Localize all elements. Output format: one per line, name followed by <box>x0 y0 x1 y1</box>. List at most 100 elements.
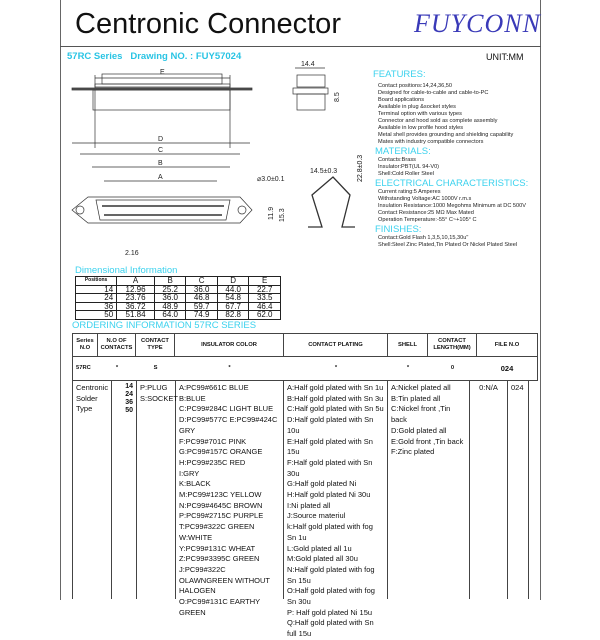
finish-item: Contact:Gold Flash 1,3,5,10,15,30u" <box>378 235 469 241</box>
feature-item: Mates with industry compatible connector… <box>378 139 484 145</box>
list-item: P: Half gold plated Ni 15u <box>287 607 373 617</box>
code-cell: 0 <box>450 365 455 371</box>
code-cell: 024 <box>500 364 514 373</box>
list-item: G:Half gold plated Ni <box>287 479 357 489</box>
list-item: I:Ni plated all <box>287 500 331 510</box>
divider <box>60 46 541 47</box>
list-item: A:Half gold plated with Sn 1u <box>287 383 384 392</box>
brand-logo: FUYCONN <box>414 9 541 38</box>
table-cell: 64.0 <box>153 310 187 320</box>
list-item: T:PC99#322C GREEN <box>179 522 255 532</box>
code-cell: S <box>153 365 158 371</box>
dim-d-label: D <box>158 136 163 143</box>
side-view: E <box>71 69 253 148</box>
electrical-heading: ELECTRICAL CHARACTERISTICS: <box>375 178 529 189</box>
ordering-header-row: Series N.O N.O OF CONTACTS CONTACT TYPE … <box>72 333 538 357</box>
electrical-item: Current rating:5 Amperes <box>378 189 441 195</box>
list-item: M:PC99#123C YELLOW <box>179 490 262 500</box>
finishes-heading: FINISHES: <box>375 224 422 235</box>
series-cell: Centronic Solder Type <box>73 381 112 599</box>
table-cell: 62.0 <box>248 310 281 320</box>
electrical-item: Withstanding Voltage:AC 1000V r.m.s <box>378 196 472 202</box>
list-item: G:PC99#157C ORANGE <box>179 447 263 457</box>
dim-2-16-label: 2.16 <box>125 250 139 257</box>
header-cell: SHELL <box>388 334 428 356</box>
list-item: F:Zinc plated <box>391 447 435 457</box>
specifications: FEATURES: Contact positions:14,24,36,50 … <box>373 69 538 249</box>
table-cell: 74.9 <box>185 310 218 320</box>
clip-width-label: 14.5±0.3 <box>310 168 337 175</box>
list-item: 14 <box>125 383 133 390</box>
clip-height-label: 22.8±0.3 <box>357 154 364 182</box>
list-item: 36 <box>125 399 133 406</box>
table-cell: 50 <box>74 310 118 320</box>
electrical-item: Contact Resistance:25 MΩ Max Mated <box>378 210 474 216</box>
table-cell: 54.8 <box>216 293 250 303</box>
ordering-heading: ORDERING INFORMATION 57RC SERIES <box>72 320 257 331</box>
list-item: K:BLACK <box>179 479 211 489</box>
list-item: P:PC99#2715C PURPLE <box>179 511 264 521</box>
header-cell: Positions <box>74 276 118 286</box>
code-cell: * <box>115 365 119 371</box>
material-item: Contacts:Brass <box>378 157 416 163</box>
dim-11-9-label: 11.9 <box>268 207 275 220</box>
dim-b-label: B <box>158 160 163 167</box>
code-cell: 57RC <box>76 365 91 371</box>
list-item: J:Source materiul <box>287 511 346 521</box>
list-item: Z:PC99#3395C GREEN <box>179 554 260 564</box>
list-item: H:Half gold plated Ni 30u <box>287 490 371 500</box>
list-item: E:Gold front ,Tin back <box>391 436 464 446</box>
dim-15-3-label: 15.3 <box>279 208 286 222</box>
feature-item: Contact positions:14,24,36,50 <box>378 83 453 89</box>
materials-heading: MATERIALS: <box>375 146 431 157</box>
dim-c-label: C <box>158 147 163 154</box>
materials-list: Contacts:Brass Insulator:PBT(UL 94-V0) S… <box>373 157 538 178</box>
list-item: B:Tin plated all <box>391 393 441 403</box>
header-cell: CONTACT LENGTH(MM) <box>428 334 477 356</box>
electrical-list: Current rating:5 Amperes Withstanding Vo… <box>373 189 538 224</box>
feature-item: Board applications <box>378 97 425 103</box>
list-item: D:Half gold plated with Sn 10u <box>287 415 374 435</box>
finish-item: Shell:Steel Zinc Plated,Tin Plated Or Ni… <box>378 242 518 248</box>
dim-8-5-label: 8.5 <box>334 92 341 102</box>
feature-item: Available in plug &socket styles <box>378 104 456 110</box>
material-item: Shell:Cold Roller Steel <box>378 171 434 177</box>
list-item: Q:Half gold plated with Sn full 15u <box>287 618 374 639</box>
header-cell: C <box>185 276 218 286</box>
feature-item: Terminal option with various types <box>378 111 462 117</box>
list-item: B:Half gold plated with Sn 3u <box>287 393 384 403</box>
list-item: N:PC99#4645C BROWN <box>179 500 263 510</box>
electrical-item: Operation Temperature:-55° C~+105° C <box>378 217 477 223</box>
list-item: A:Nickel plated all <box>391 383 451 392</box>
list-item: 24 <box>125 391 133 398</box>
dim-14-4-label: 14.4 <box>301 61 315 68</box>
list-item: J:PC99#322C OLAWNGREEN WITHOUT HALOGEN <box>179 564 270 596</box>
header-cell: A <box>116 276 155 286</box>
dim-e-label: E <box>160 69 165 76</box>
list-item: C:Half gold plated with Sn 5u <box>287 404 384 414</box>
table-cell: 51.84 <box>116 310 155 320</box>
table-cell: 46.8 <box>185 293 218 303</box>
header-cell: Series N.O <box>73 334 98 356</box>
list-item: D:PC99#577C E:PC99#424C GRY <box>179 415 278 435</box>
table-cell: 33.5 <box>248 293 281 303</box>
page-title: Centronic Connector <box>75 8 341 40</box>
list-item: F:Half gold plated with Sn 30u <box>287 457 373 478</box>
ordering-code-row: 57RC * S * * * 0 024 <box>72 357 538 381</box>
features-list: Contact positions:14,24,36,50 Designed f… <box>373 83 538 146</box>
page-frame <box>60 0 541 600</box>
dim-a-label: A <box>158 174 163 181</box>
header-cell: B <box>153 276 187 286</box>
list-item: O:PC99#131C EARTHY GREEN <box>179 597 261 617</box>
header-cell: CONTACT PLATING <box>284 334 388 356</box>
feature-item: Designed for cable-to-cable and cable-to… <box>378 90 489 96</box>
file-number-cell: 024 <box>511 383 524 392</box>
material-item: Insulator:PBT(UL 94-V0) <box>378 164 440 170</box>
features-heading: FEATURES: <box>373 69 426 80</box>
